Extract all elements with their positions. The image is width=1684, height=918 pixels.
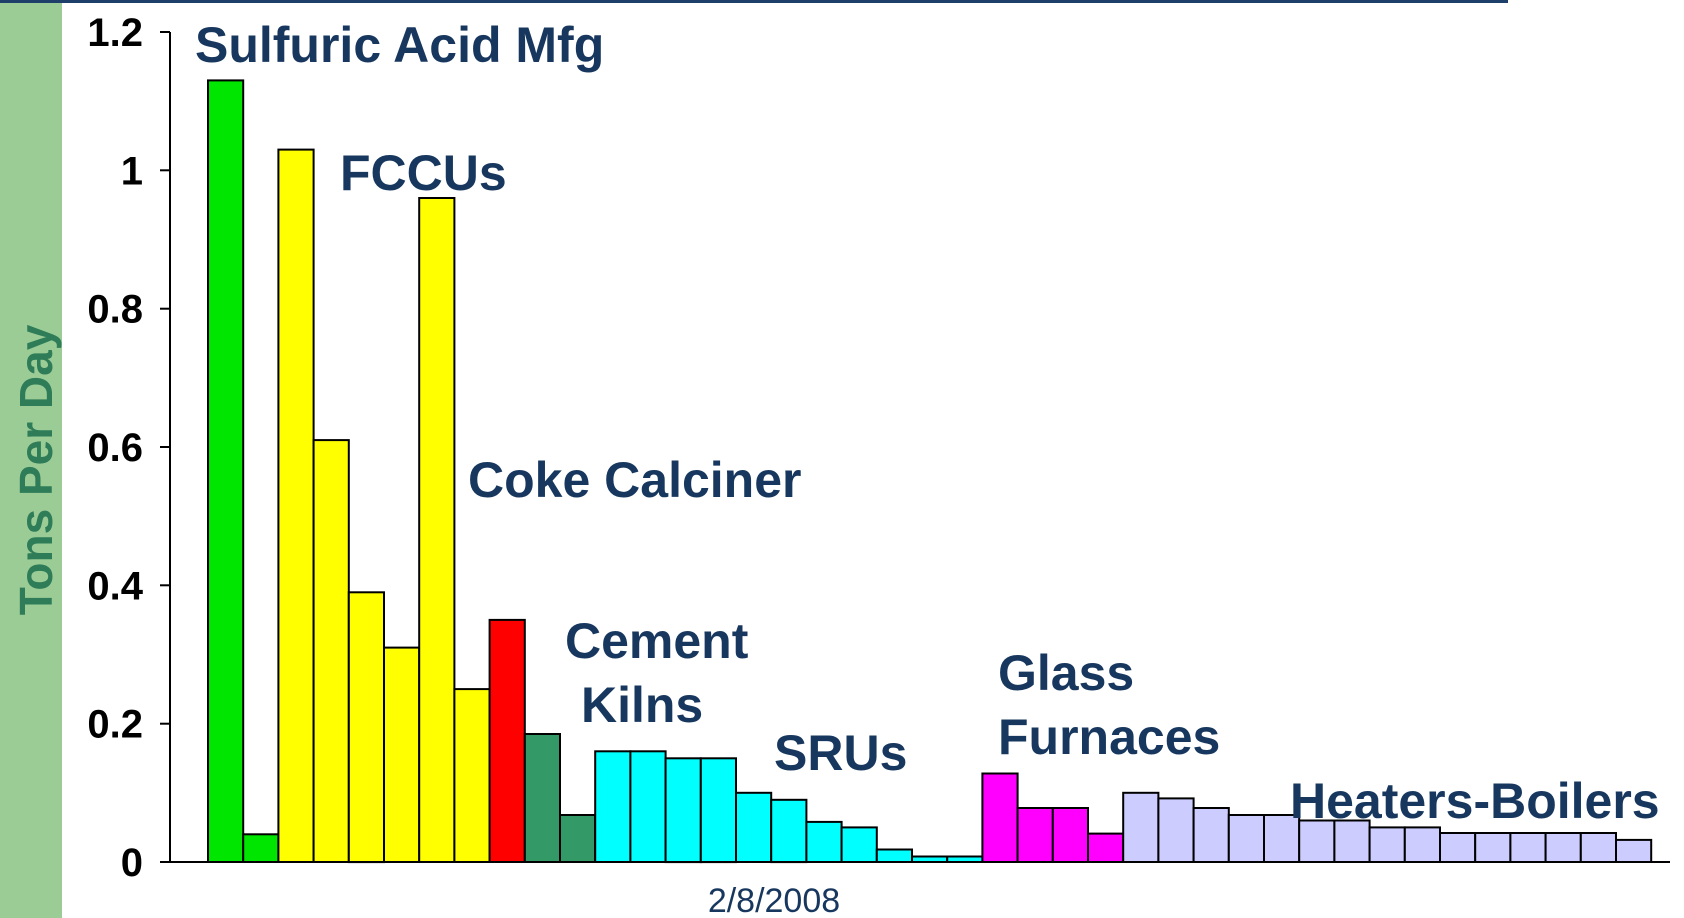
bar-fccus-1: [277, 148, 315, 864]
bar-heaters-boilers-2: [1157, 797, 1195, 864]
bar-glass-furnaces-1: [981, 772, 1019, 863]
bar-glass-furnaces-2: [1016, 807, 1054, 863]
bar-heaters-boilers-7: [1333, 819, 1371, 863]
bar-heaters-boilers-4: [1227, 814, 1266, 863]
bar-heaters-boilers-9: [1403, 826, 1442, 864]
y-tick-label: 0.4: [87, 564, 143, 608]
bar-srus-3: [664, 757, 702, 864]
bar-cement-kilns-1: [523, 733, 561, 863]
bar-srus-2: [629, 750, 667, 863]
bar-glass-furnaces-4: [1087, 832, 1125, 863]
x-axis-label: 2/8/2008: [708, 882, 840, 918]
bar-heaters-boilers-15: [1615, 838, 1653, 864]
bar-srus-4: [699, 757, 737, 864]
bar-srus-8: [840, 826, 878, 864]
bar-heaters-boilers-3: [1192, 807, 1230, 863]
y-tick-label: 1.2: [87, 11, 143, 55]
label-coke-calciner: Coke Calciner: [468, 452, 801, 508]
bar-heaters-boilers-12: [1509, 832, 1547, 863]
label-cement-line1: Cement: [565, 613, 749, 669]
bar-coke-calciner-1: [488, 618, 526, 864]
label-heaters-boilers: Heaters-Boilers: [1290, 773, 1660, 829]
bar-sulfuric-acid-mfg-2: [242, 833, 280, 863]
label-cement-line2: Kilns: [581, 677, 703, 733]
y-axis-label: Tons Per Day: [10, 324, 62, 615]
label-glass-line1: Glass: [998, 645, 1134, 701]
bar-heaters-boilers-5: [1263, 814, 1301, 863]
bar-srus-5: [735, 791, 773, 863]
bar-srus-9: [875, 848, 913, 863]
left-accent-band: [0, 0, 62, 918]
bar-fccus-2: [312, 439, 350, 863]
bar-srus-7: [805, 820, 843, 864]
bars-group: [207, 79, 1653, 864]
bar-fccus-5: [418, 197, 456, 863]
y-tick-label: 0.8: [87, 288, 143, 332]
bar-heaters-boilers-8: [1368, 826, 1406, 864]
bar-heaters-boilers-1: [1122, 791, 1160, 863]
label-sulfuric-acid: Sulfuric Acid Mfg: [195, 17, 604, 73]
bar-srus-6: [770, 798, 808, 864]
y-tick-label: 0: [121, 841, 143, 885]
bar-heaters-boilers-11: [1474, 832, 1512, 863]
bar-fccus-4: [383, 646, 421, 863]
top-rule: [0, 0, 1508, 3]
bar-heaters-boilers-13: [1544, 832, 1582, 863]
bar-sulfuric-acid-mfg-1: [207, 79, 245, 863]
bar-glass-furnaces-3: [1051, 807, 1090, 863]
label-glass-line2: Furnaces: [998, 709, 1220, 765]
bar-heaters-boilers-14: [1579, 832, 1618, 863]
bar-cement-kilns-2: [559, 814, 597, 863]
bar-heaters-boilers-10: [1439, 832, 1477, 863]
y-ticks-group: 0 0.2 0.4 0.6 0.8 1 1.2: [87, 11, 170, 885]
label-fccus: FCCUs: [340, 145, 507, 201]
bar-srus-1: [594, 750, 632, 863]
bar-fccus-6: [453, 688, 491, 863]
y-tick-label: 0.6: [87, 426, 143, 470]
label-srus: SRUs: [774, 725, 907, 781]
bar-fccus-3: [347, 591, 385, 864]
y-tick-label: 1: [121, 149, 143, 193]
y-tick-label: 0.2: [87, 703, 143, 747]
